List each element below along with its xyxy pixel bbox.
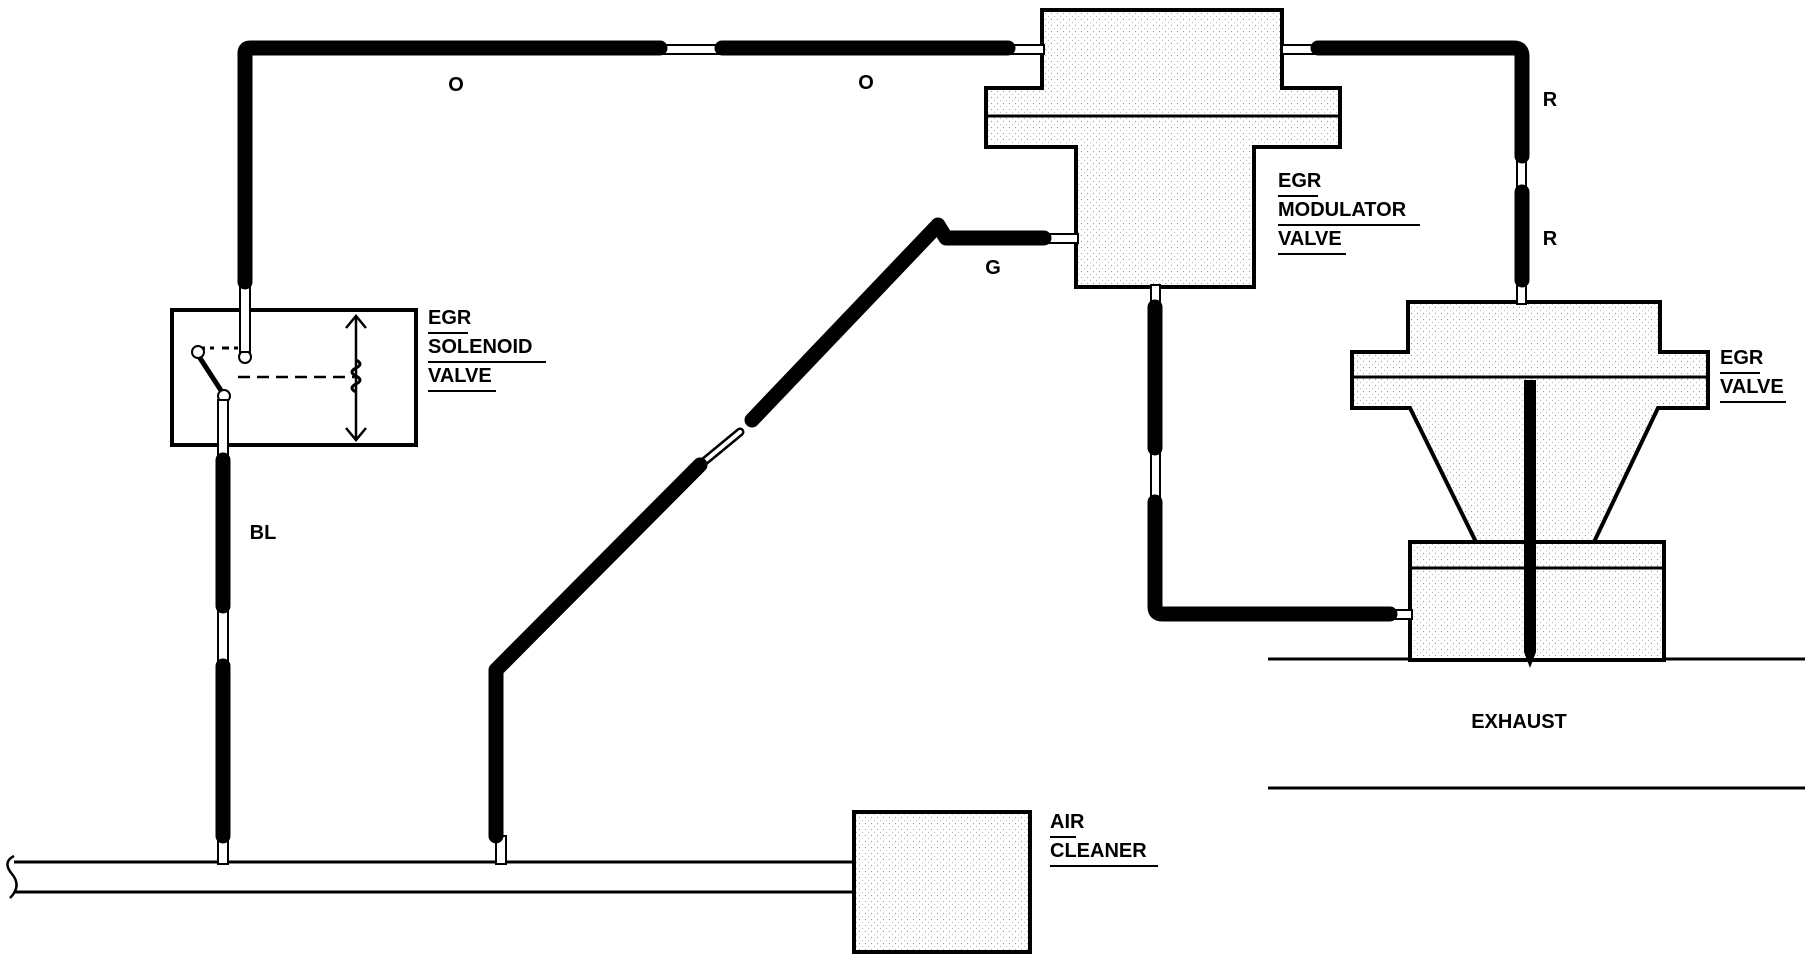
svg-text:AIR: AIR (1050, 811, 1085, 833)
svg-text:VALVE: VALVE (1278, 228, 1342, 250)
svg-text:VALVE: VALVE (1720, 376, 1784, 398)
air-cleaner-box (852, 810, 1032, 954)
egr-valve-pintle (1524, 380, 1536, 668)
label-red-1: R (1543, 89, 1558, 111)
connectors (217, 44, 1527, 865)
hose-green-1 (744, 217, 1052, 428)
label-green: G (985, 257, 1001, 279)
svg-text:VALVE: VALVE (428, 365, 492, 387)
label-egr-valve: EGR VALVE (1720, 347, 1786, 403)
vacuum-hoses (215, 40, 1530, 844)
egr-solenoid-valve (170, 308, 418, 447)
label-egr-modulator-valve: EGR MODULATOR VALVE (1278, 170, 1420, 255)
egr-modulator-valve (984, 8, 1342, 289)
break-mark-icon (6, 854, 18, 899)
label-red-2: R (1543, 228, 1558, 250)
svg-text:CLEANER: CLEANER (1050, 840, 1147, 862)
label-blue: BL (250, 522, 277, 544)
hose-labels: O O R R G BL (250, 72, 1558, 544)
svg-text:SOLENOID: SOLENOID (428, 336, 532, 358)
egr-valve (1350, 300, 1710, 668)
svg-text:MODULATOR: MODULATOR (1278, 199, 1407, 221)
label-orange-1: O (448, 74, 464, 96)
svg-text:EGR: EGR (428, 307, 472, 329)
label-exhaust: EXHAUST (1471, 711, 1567, 733)
svg-text:EGR: EGR (1720, 347, 1764, 369)
hose-green-2 (488, 457, 708, 844)
intake-duct (0, 854, 856, 899)
hose-red-1 (1310, 40, 1530, 164)
hose-modulator-2 (1147, 494, 1398, 622)
label-orange-2: O (858, 72, 874, 94)
svg-text:EGR: EGR (1278, 170, 1322, 192)
label-egr-solenoid-valve: EGR SOLENOID VALVE (428, 307, 546, 392)
label-air-cleaner: AIR CLEANER (1050, 811, 1158, 867)
hose-orange-1 (237, 40, 668, 290)
